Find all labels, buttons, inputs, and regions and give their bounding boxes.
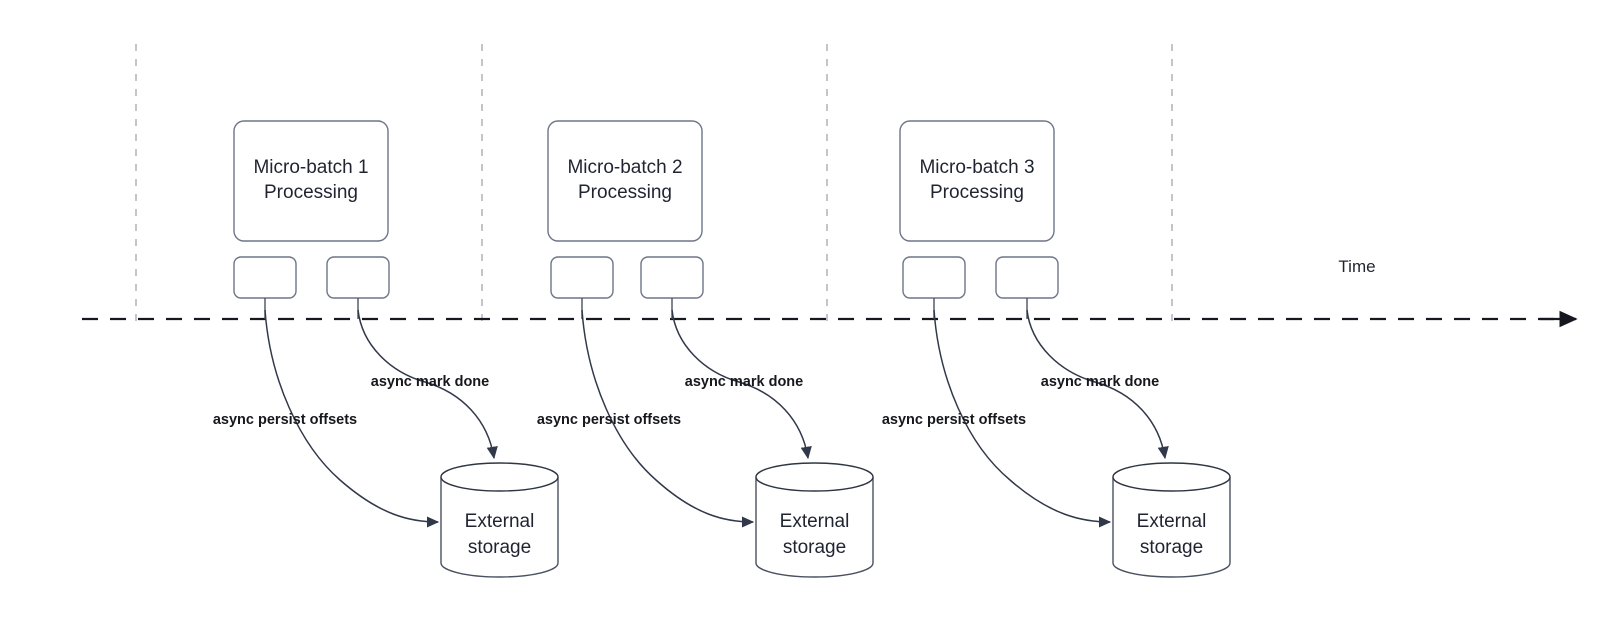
- micro-batch-box-2-line2: Processing: [578, 182, 672, 203]
- group-2-label-async-mark-done: async mark done: [685, 374, 803, 390]
- group-2-edge-async-mark-done: [671, 309, 812, 460]
- micro-batch-box-1[interactable]: [233, 120, 389, 242]
- group-3-edge-async-persist-offsets: [933, 309, 1112, 528]
- group-2-task-box-right[interactable]: [640, 256, 704, 299]
- time-axis-label: Time: [1338, 257, 1375, 276]
- micro-batch-box-1-line1: Micro-batch 1: [253, 157, 368, 178]
- cylinder-1-top: [440, 462, 559, 492]
- external-storage-cylinder-2[interactable]: External storage: [755, 462, 874, 578]
- group-2-edge-async-persist-offsets: [581, 309, 755, 528]
- external-storage-1-line2: storage: [468, 537, 531, 558]
- boundary-tick-group: [135, 44, 1173, 321]
- group-2-task-box-left[interactable]: [550, 256, 614, 299]
- group-1-edge-async-mark-done: [357, 309, 498, 460]
- group-3-task-box-right[interactable]: [995, 256, 1059, 299]
- micro-batch-group-2: Micro-batch 2 Processing async persist o…: [537, 120, 874, 578]
- group-3-label-async-persist-offsets: async persist offsets: [882, 412, 1026, 428]
- micro-batch-group-1: Micro-batch 1 Processing async persist o…: [213, 120, 559, 578]
- external-storage-3-line2: storage: [1140, 537, 1203, 558]
- group-3-task-box-left[interactable]: [902, 256, 966, 299]
- cylinder-2-top: [755, 462, 874, 492]
- micro-batch-box-2[interactable]: [547, 120, 703, 242]
- micro-batch-box-1-line2: Processing: [264, 182, 358, 203]
- micro-batch-box-3-line1: Micro-batch 3: [919, 157, 1034, 178]
- group-1-edge-async-persist-offsets: [264, 309, 440, 528]
- external-storage-cylinder-1[interactable]: External storage: [440, 462, 559, 578]
- micro-batch-box-2-line1: Micro-batch 2: [567, 157, 682, 178]
- group-2-label-async-persist-offsets: async persist offsets: [537, 412, 681, 428]
- micro-batch-box-3[interactable]: [899, 120, 1055, 242]
- cylinder-3-body: [1112, 477, 1231, 578]
- micro-batch-group-3: Micro-batch 3 Processing async persist o…: [882, 120, 1231, 578]
- cylinder-1-body: [440, 477, 559, 578]
- group-3-edge-async-mark-done: [1026, 309, 1169, 460]
- external-storage-2-line1: External: [780, 511, 850, 532]
- external-storage-1-line1: External: [465, 511, 535, 532]
- group-1-label-async-mark-done: async mark done: [371, 374, 489, 390]
- cylinder-3-top: [1112, 462, 1231, 492]
- group-3-label-async-mark-done: async mark done: [1041, 374, 1159, 390]
- group-1-task-box-left[interactable]: [233, 256, 297, 299]
- external-storage-2-line2: storage: [783, 537, 846, 558]
- group-1-task-box-right[interactable]: [326, 256, 390, 299]
- group-1-label-async-persist-offsets: async persist offsets: [213, 412, 357, 428]
- external-storage-3-line1: External: [1137, 511, 1207, 532]
- cylinder-2-body: [755, 477, 874, 578]
- external-storage-cylinder-3[interactable]: External storage: [1112, 462, 1231, 578]
- micro-batch-box-3-line2: Processing: [930, 182, 1024, 203]
